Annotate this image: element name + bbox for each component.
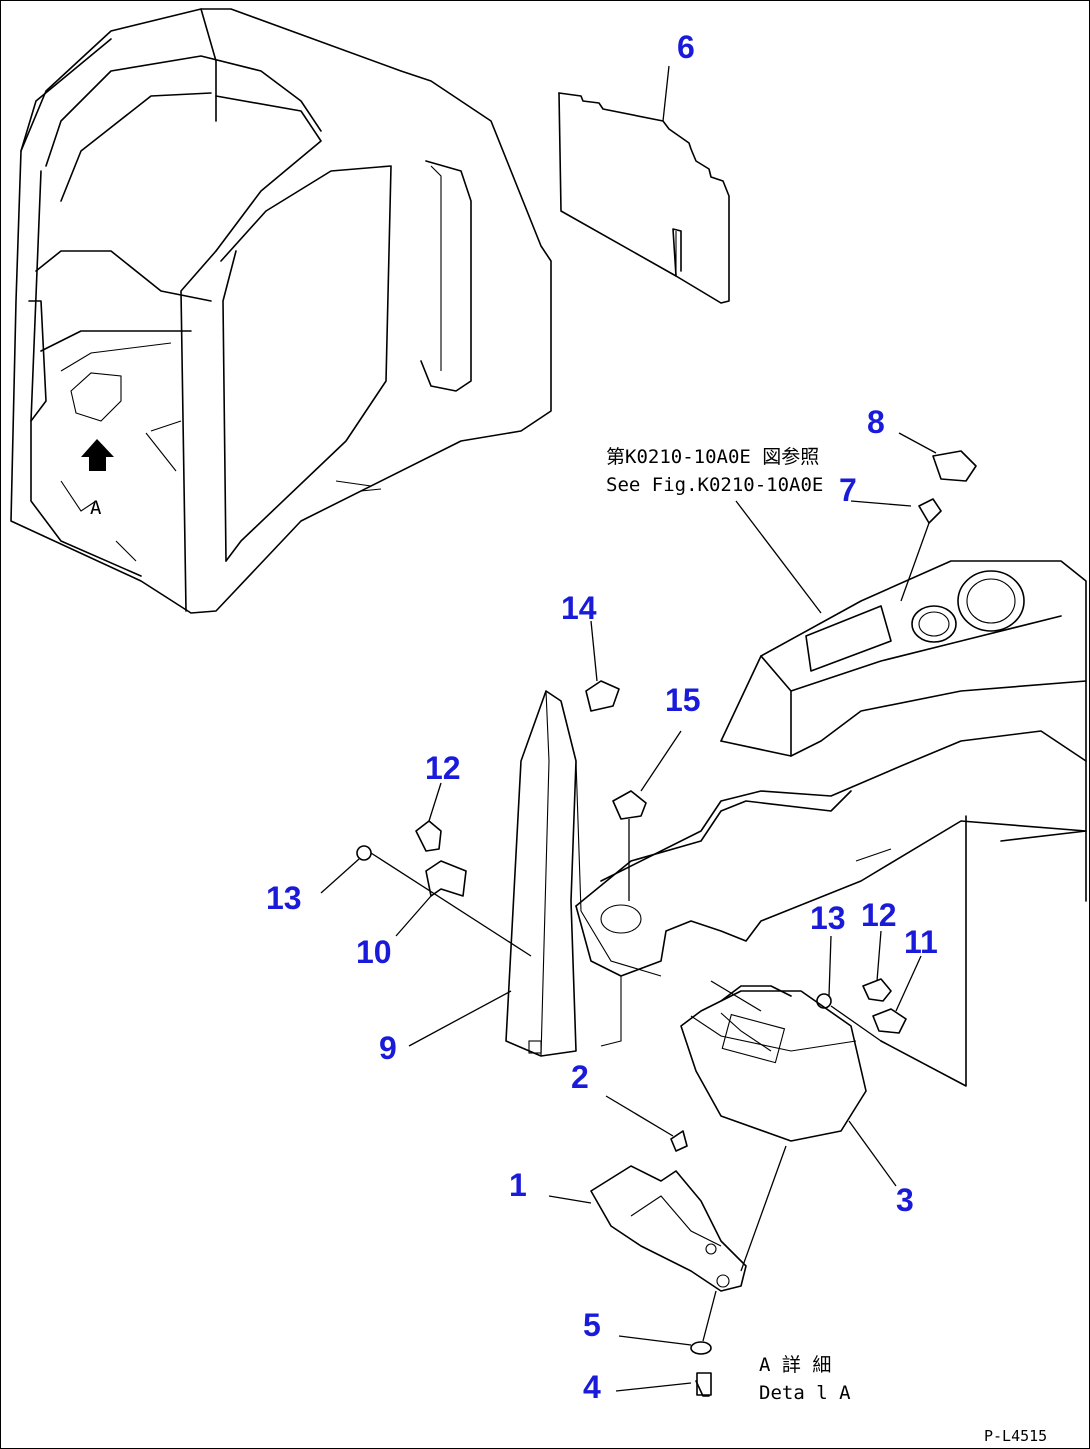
callout-9: 9 [379, 1030, 397, 1066]
part-9-pillar-cover [505, 690, 662, 1057]
callout-12: 12 [425, 750, 461, 786]
callout-5: 5 [583, 1307, 601, 1343]
callouts: 1 2 3 4 5 6 7 8 9 10 11 12 13 14 15 12 1… [266, 29, 938, 1405]
callout-1: 1 [509, 1167, 527, 1203]
arrow-up-icon [81, 439, 114, 471]
reference-note-en: See Fig.K0210-10A0E [606, 474, 823, 496]
part-3-lamp [680, 985, 867, 1142]
detail-label-en: Deta l A [759, 1382, 851, 1404]
reference-note-jp: 第K0210-10A0E 図参照 [606, 446, 819, 468]
callout-2: 2 [571, 1059, 589, 1095]
callout-12-right: 12 [861, 897, 897, 933]
annotations: 第K0210-10A0E 図参照 See Fig.K0210-10A0E A 詳… [606, 446, 1047, 1445]
callout-13-right: 13 [810, 900, 846, 936]
callout-10: 10 [356, 934, 392, 970]
callout-11: 11 [904, 924, 938, 960]
callout-7: 7 [839, 472, 857, 508]
part-1-bracket [590, 1165, 747, 1292]
view-marker-label: A [90, 497, 102, 519]
view-arrow: A [81, 439, 114, 519]
callout-14: 14 [561, 590, 597, 626]
drawing-code: P-L4515 [984, 1427, 1047, 1445]
callout-13: 13 [266, 880, 302, 916]
callout-15: 15 [665, 682, 701, 718]
part-6-sheet [558, 92, 730, 304]
leader-lines [320, 65, 937, 1392]
callout-6: 6 [677, 29, 695, 65]
console-assembly [575, 560, 1087, 1087]
callout-3: 3 [896, 1182, 914, 1218]
detail-label-jp: A 詳 細 [759, 1354, 831, 1376]
callout-4: 4 [583, 1369, 601, 1405]
cab-outline [10, 8, 552, 614]
callout-8: 8 [867, 404, 885, 440]
